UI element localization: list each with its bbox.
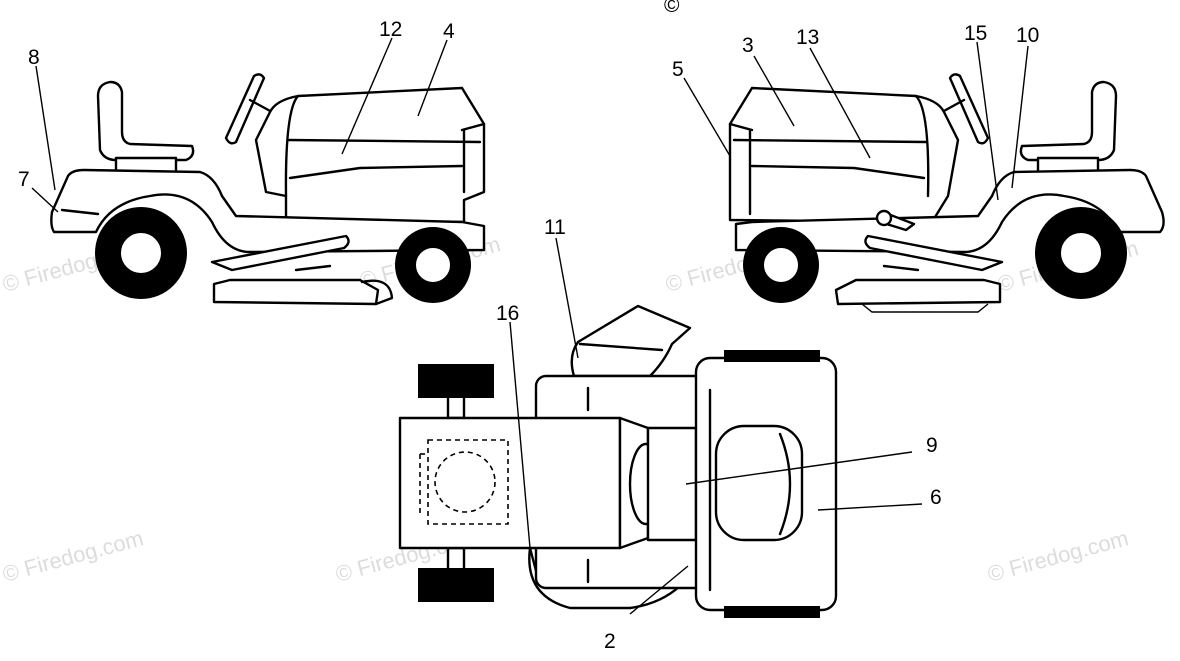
leader-lines — [31, 37, 1029, 615]
front-wheel — [743, 227, 819, 303]
callout-15: 15 — [964, 22, 987, 45]
callout-11: 11 — [544, 216, 566, 239]
callout-3: 3 — [742, 34, 754, 57]
mower-top-view — [398, 304, 838, 618]
front-wheel — [395, 227, 471, 303]
rear-wheel — [95, 207, 187, 299]
callout-6: 6 — [930, 486, 942, 509]
callout-7: 7 — [18, 168, 30, 191]
watermark: © Firedog.com — [985, 525, 1131, 587]
mower-right-side-view — [728, 73, 1165, 313]
callout-13: 13 — [796, 26, 819, 49]
callout-8: 8 — [28, 46, 40, 69]
callout-labels: 8 7 12 4 5 3 13 15 10 11 16 9 6 2 — [18, 18, 1039, 653]
watermark: © Firedog.com — [0, 525, 146, 587]
mower-left-side-view — [50, 73, 486, 306]
callout-9: 9 — [926, 434, 938, 457]
callout-5: 5 — [672, 58, 684, 81]
callout-4: 4 — [443, 20, 455, 43]
copyright-mark: © — [664, 0, 680, 17]
callout-16: 16 — [496, 302, 519, 325]
callout-2: 2 — [604, 630, 616, 653]
callout-12: 12 — [379, 18, 402, 41]
rear-wheel — [1035, 207, 1127, 299]
callout-10: 10 — [1016, 24, 1039, 47]
